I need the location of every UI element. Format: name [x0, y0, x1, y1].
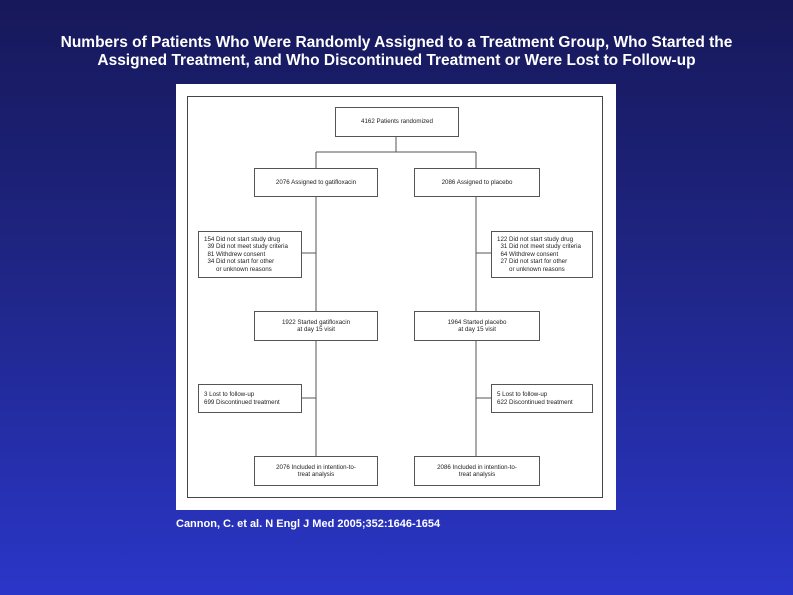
gati-itt-line-1: 2076 Included in intention-to-: [276, 463, 356, 471]
randomized-text: 4162 Patients randomized: [361, 118, 433, 126]
placebo-itt-line-2: treat analysis: [458, 471, 496, 478]
placebo-started-line-2: at day 15 visit: [458, 326, 496, 333]
slide-title: Numbers of Patients Who Were Randomly As…: [20, 34, 773, 70]
gati-started-line-1: 1922 Started gatifloxacin: [281, 318, 351, 326]
placebo-not-started-line-1: 122 Did not start study drug: [497, 235, 574, 243]
placebo-not-started-line-2: 31 Did not meet study criteria: [497, 243, 581, 251]
slide-title-line-2: Assigned Treatment, and Who Discontinued…: [97, 52, 696, 69]
placebo-not-started-line-3: 64 Withdrew consent: [497, 250, 559, 258]
randomized-box: 4162 Patients randomized: [335, 107, 459, 137]
gatifloxacin-assigned-box: 2076 Assigned to gatifloxacin: [254, 168, 378, 197]
placebo-started-box: 1964 Started placebo at day 15 visit: [414, 311, 540, 341]
consort-figure: 4162 Patients randomized 2076 Assigned t…: [176, 84, 616, 510]
gati-itt-line-2: treat analysis: [297, 471, 335, 478]
gati-lost-line-1: 3 Lost to follow-up: [204, 391, 255, 399]
placebo-not-started-box: 122 Did not start study drug 31 Did not …: [491, 231, 593, 278]
citation: Cannon, C. et al. N Engl J Med 2005;352:…: [176, 518, 441, 530]
gati-started-line-2: at day 15 visit: [297, 326, 335, 333]
placebo-lost-line-1: 5 Lost to follow-up: [497, 391, 548, 399]
placebo-assigned-text: 2086 Assigned to placebo: [441, 178, 513, 186]
placebo-started-line-1: 1964 Started placebo: [447, 318, 507, 326]
placebo-assigned-box: 2086 Assigned to placebo: [414, 168, 540, 197]
placebo-lost-box: 5 Lost to follow-up 622 Discontinued tre…: [491, 384, 593, 413]
gati-not-started-line-2: 39 Did not meet study criteria: [204, 243, 288, 251]
gati-not-started-line-3: 81 Withdrew consent: [204, 250, 266, 258]
gati-not-started-line-4: 34 Did not start for other: [204, 258, 275, 266]
gati-not-started-line-1: 154 Did not start study drug: [204, 235, 281, 243]
gatifloxacin-assigned-text: 2076 Assigned to gatifloxacin: [275, 178, 357, 186]
flow-connectors: [302, 137, 491, 456]
placebo-itt-box: 2086 Included in intention-to- treat ana…: [414, 456, 540, 486]
placebo-itt-line-1: 2086 Included in intention-to-: [437, 463, 517, 471]
gatifloxacin-started-box: 1922 Started gatifloxacin at day 15 visi…: [254, 311, 378, 341]
slide-title-line-1: Numbers of Patients Who Were Randomly As…: [60, 34, 733, 51]
gatifloxacin-not-started-box: 154 Did not start study drug 39 Did not …: [198, 231, 302, 278]
placebo-lost-line-2: 622 Discontinued treatment: [497, 398, 573, 406]
gati-not-started-line-5: or unknown reasons: [204, 265, 272, 273]
gati-lost-line-2: 699 Discontinued treatment: [204, 398, 280, 406]
placebo-not-started-line-5: or unknown reasons: [497, 265, 565, 273]
figure-border: [187, 96, 603, 498]
gatifloxacin-itt-box: 2076 Included in intention-to- treat ana…: [254, 456, 378, 486]
gatifloxacin-lost-box: 3 Lost to follow-up 699 Discontinued tre…: [198, 384, 302, 413]
placebo-not-started-line-4: 27 Did not start for other: [497, 258, 568, 266]
